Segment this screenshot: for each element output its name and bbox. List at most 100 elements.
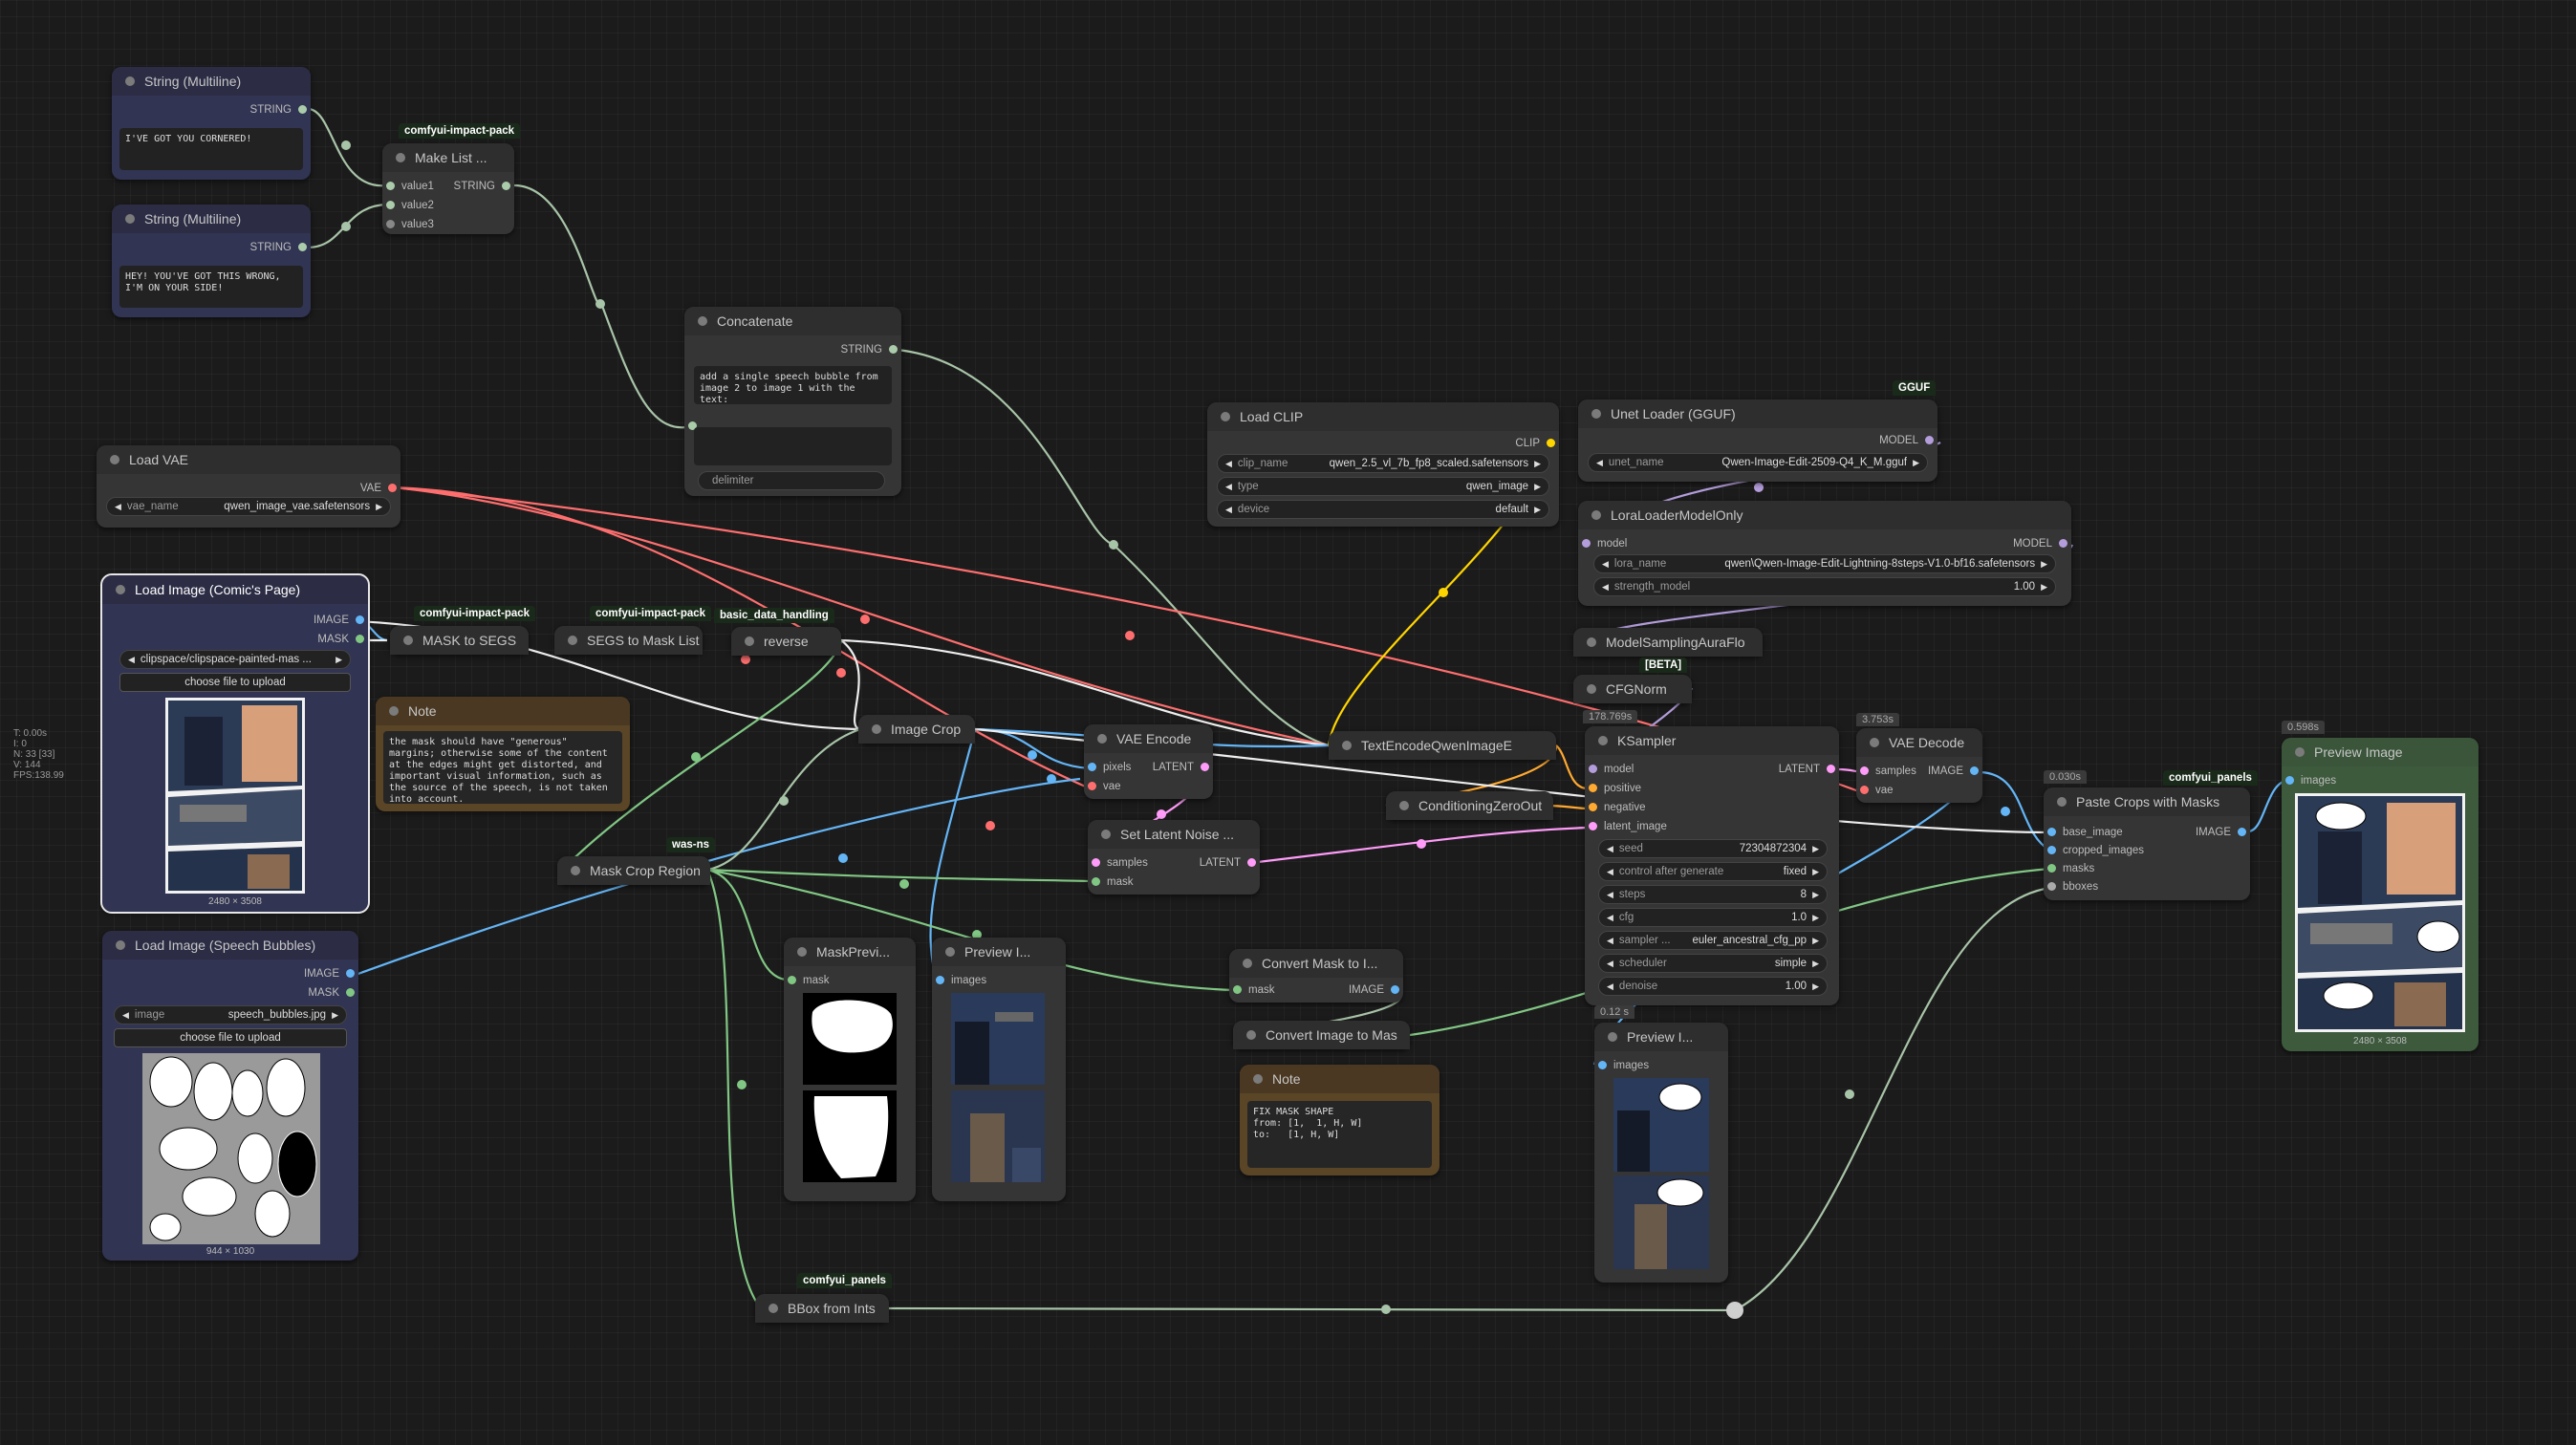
arrow-left-icon[interactable]: ◀	[1225, 458, 1232, 468]
node-title[interactable]: MaskPrevi...	[784, 938, 916, 966]
output-model[interactable]: MODEL	[1879, 434, 1934, 447]
collapse-dot-icon[interactable]	[1870, 738, 1879, 747]
arrow-left-icon[interactable]: ◀	[115, 501, 121, 511]
collapse-dot-icon[interactable]	[396, 153, 405, 162]
input-latent-image[interactable]: latent_image	[1589, 820, 1667, 833]
input-positive[interactable]: positive	[1589, 782, 1641, 795]
input-cropped-images[interactable]: cropped_images	[2047, 844, 2144, 857]
input-mask[interactable]: mask	[1092, 875, 1133, 889]
collapse-dot-icon[interactable]	[1591, 409, 1601, 419]
arrow-right-icon[interactable]: ▶	[336, 654, 342, 664]
arrow-left-icon[interactable]: ◀	[128, 654, 135, 664]
node-title[interactable]: String (Multiline)	[112, 67, 311, 96]
collapse-dot-icon[interactable]	[1587, 637, 1596, 647]
input-pixels[interactable]: pixels	[1088, 761, 1131, 774]
arrow-right-icon[interactable]: ▶	[1812, 866, 1819, 876]
note-text[interactable]: the mask should have "generous" margins;…	[383, 731, 622, 804]
output-clip[interactable]: CLIP	[1515, 437, 1555, 450]
node-title[interactable]: KSampler	[1585, 726, 1839, 755]
collapse-dot-icon[interactable]	[872, 724, 881, 734]
input-images[interactable]: images	[936, 974, 986, 987]
arrow-left-icon[interactable]: ◀	[122, 1009, 129, 1020]
node-title[interactable]: Unet Loader (GGUF)	[1578, 399, 1937, 428]
input-negative[interactable]: negative	[1589, 801, 1645, 814]
arrow-left-icon[interactable]: ◀	[1602, 558, 1609, 569]
input-samples[interactable]: samples	[1092, 856, 1148, 870]
node-title[interactable]: Make List ...	[382, 143, 514, 172]
node-mask-crop-region[interactable]: Mask Crop Region	[557, 856, 710, 885]
node-title[interactable]: TextEncodeQwenImageE	[1329, 731, 1556, 760]
collapse-dot-icon[interactable]	[2295, 747, 2305, 757]
arrow-left-icon[interactable]: ◀	[1607, 981, 1613, 991]
collapse-dot-icon[interactable]	[389, 706, 399, 716]
node-title[interactable]: VAE Decode	[1856, 728, 1982, 757]
node-title[interactable]: Set Latent Noise ...	[1088, 820, 1260, 849]
input-model[interactable]: model	[1589, 763, 1634, 776]
collapse-dot-icon[interactable]	[745, 636, 754, 646]
arrow-left-icon[interactable]: ◀	[1602, 581, 1609, 592]
node-title[interactable]: SEGS to Mask List	[554, 626, 703, 655]
arrow-left-icon[interactable]: ◀	[1596, 457, 1603, 467]
collapse-dot-icon[interactable]	[2057, 797, 2067, 807]
collapse-dot-icon[interactable]	[403, 636, 413, 645]
output-latent[interactable]: LATENT	[1200, 856, 1257, 870]
output-image[interactable]: IMAGE	[314, 614, 365, 627]
delimiter-widget[interactable]: delimiter	[698, 471, 885, 490]
node-concatenate[interactable]: Concatenate STRING add a single speech b…	[684, 307, 901, 496]
input-value1[interactable]: value1	[386, 180, 434, 193]
node-title[interactable]: Mask Crop Region	[557, 856, 710, 885]
node-convert-mask-to-image[interactable]: Convert Mask to I... mask IMAGE	[1229, 949, 1403, 1003]
input-value3[interactable]: value3	[386, 218, 434, 231]
collapse-dot-icon[interactable]	[797, 947, 807, 957]
arrow-right-icon[interactable]: ▶	[2041, 581, 2047, 592]
output-image[interactable]: IMAGE	[2196, 826, 2247, 839]
node-set-latent-noise-mask[interactable]: Set Latent Noise ... samples mask LATENT	[1088, 820, 1260, 895]
text-input[interactable]: HEY! YOU'VE GOT THIS WRONG, I'M ON YOUR …	[119, 266, 303, 308]
output-latent[interactable]: LATENT	[1153, 761, 1210, 774]
node-cfg-norm[interactable]: CFGNorm	[1573, 675, 1692, 703]
node-title[interactable]: Preview I...	[932, 938, 1066, 966]
node-preview-image-1[interactable]: Preview I... images	[932, 938, 1066, 1201]
node-title[interactable]: Note	[376, 697, 630, 725]
collapse-dot-icon[interactable]	[568, 636, 577, 645]
node-text-encode-qwen[interactable]: TextEncodeQwenImageE	[1329, 731, 1556, 760]
node-ksampler[interactable]: KSampler model positive negative latent_…	[1585, 726, 1839, 1005]
arrow-left-icon[interactable]: ◀	[1607, 889, 1613, 899]
node-title[interactable]: MASK to SEGS	[390, 626, 529, 655]
arrow-left-icon[interactable]: ◀	[1225, 481, 1232, 491]
node-reverse[interactable]: reverse	[731, 627, 841, 656]
node-title[interactable]: Load Image (Speech Bubbles)	[102, 931, 358, 960]
collapse-dot-icon[interactable]	[1101, 830, 1111, 839]
output-image[interactable]: IMAGE	[304, 967, 356, 981]
input-images[interactable]: images	[2285, 774, 2336, 787]
input-bboxes[interactable]: bboxes	[2047, 880, 2098, 894]
node-vae-decode[interactable]: VAE Decode samples vae IMAGE	[1856, 728, 1982, 803]
collapse-dot-icon[interactable]	[125, 214, 135, 224]
output-string[interactable]: STRING	[454, 180, 511, 193]
input-model[interactable]: model	[1582, 537, 1627, 550]
upload-button[interactable]: choose file to upload	[119, 673, 351, 692]
node-conditioning-zero-out[interactable]: ConditioningZeroOut	[1386, 791, 1553, 820]
input-mask[interactable]: mask	[788, 974, 829, 987]
node-model-sampling-auraflow[interactable]: ModelSamplingAuraFlo	[1573, 628, 1763, 657]
arrow-right-icon[interactable]: ▶	[1812, 889, 1819, 899]
arrow-left-icon[interactable]: ◀	[1607, 912, 1613, 922]
node-title[interactable]: Concatenate	[684, 307, 901, 335]
arrow-left-icon[interactable]: ◀	[1607, 935, 1613, 945]
arrow-right-icon[interactable]: ▶	[1534, 481, 1541, 491]
arrow-left-icon[interactable]: ◀	[1607, 866, 1613, 876]
collapse-dot-icon[interactable]	[768, 1304, 778, 1313]
input-vae[interactable]: vae	[1088, 780, 1121, 793]
arrow-right-icon[interactable]: ▶	[1812, 935, 1819, 945]
collapse-dot-icon[interactable]	[1587, 684, 1596, 694]
output-image[interactable]: IMAGE	[1928, 765, 1980, 778]
input-masks[interactable]: masks	[2047, 862, 2094, 875]
arrow-right-icon[interactable]: ▶	[332, 1009, 338, 1020]
